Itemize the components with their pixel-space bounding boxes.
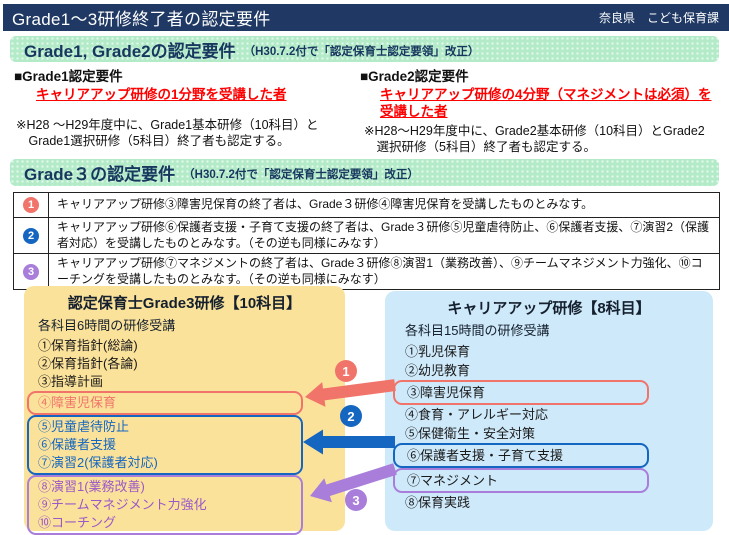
- careerup-course-panel: キャリアアップ研修【8科目】 各科目15時間の研修受講 ①乳児保育 ②幼児教育 …: [385, 291, 713, 531]
- list-item: ②保育指針(各論): [38, 356, 138, 371]
- rule-number-cell: 1: [14, 193, 49, 217]
- mapping-arrows: [303, 379, 397, 503]
- section-grade3-title: Grade３の認定要件: [24, 165, 176, 184]
- section-grade12-header: Grade1, Grade2の認定要件 （H30.7.2付で「認定保育士認定要領…: [10, 36, 719, 62]
- rule2-number-badge: 2: [23, 227, 39, 244]
- list-item: ⑤保健衛生・安全対策: [405, 426, 536, 441]
- list-item: ④食育・アレルギー対応: [405, 407, 549, 422]
- list-item: ⑩コーチング: [38, 515, 117, 530]
- list-item: ②幼児教育: [405, 363, 471, 378]
- section-grade3-header: Grade３の認定要件 （H30.7.2付で「認定保育士認定要領」改正）: [10, 159, 719, 186]
- connection-badge-2: 2: [340, 405, 362, 427]
- rule-number-cell: 3: [14, 254, 49, 289]
- careerup-course-list: ①乳児保育 ②幼児教育 ③障害児保育 ④食育・アレルギー対応 ⑤保健衛生・安全対…: [385, 342, 713, 512]
- grade3-course-panel: 認定保育士Grade3研修【10科目】 各科目6時間の研修受講 ①保育指針(総論…: [24, 286, 345, 535]
- careerup-box-disability-care: ③障害児保育: [393, 380, 649, 405]
- careerup-box-guardian-support: ⑥保護者支援・子育て支援: [393, 443, 649, 468]
- connection-badge-1: 1: [335, 360, 357, 382]
- grade1-requirement: キャリアアップ研修の1分野を受講した者: [36, 87, 287, 102]
- table-row: 3 キャリアアップ研修⑦マネジメントの終了者は、Grade３研修⑧演習1（業務改…: [14, 253, 719, 289]
- connection-badge-3: 3: [345, 489, 367, 511]
- grade1-requirements-block: ■Grade1認定要件 キャリアアップ研修の1分野を受講した者 ※H28 ～H2…: [14, 65, 356, 149]
- grade3-group-management: ⑧演習1(業務改善) ⑨チームマネジメント力強化 ⑩コーチング: [27, 475, 303, 535]
- grade2-heading: ■Grade2認定要件: [360, 69, 469, 84]
- grade2-requirement: キャリアアップ研修の4分野（マネジメントは必須）を受講した者: [380, 87, 712, 119]
- list-item: ⑤児童虐待防止: [38, 419, 130, 434]
- list-item: ④障害児保育: [38, 395, 117, 410]
- grade2-note: ※H28～H29年度中に、Grade2基本研修（10科目）とGrade2 選択研…: [364, 124, 705, 154]
- list-item: ③障害児保育: [407, 385, 486, 400]
- grade1-note: ※H28 ～H29年度中に、Grade1基本研修（10科目）と Grade1選択…: [16, 118, 319, 148]
- title-bar: Grade1～3研修終了者の認定要件 奈良県 こども保育課: [3, 4, 729, 31]
- list-item: ⑧演習1(業務改善): [38, 479, 145, 494]
- list-item: ⑦演習2(保護者対応): [38, 455, 158, 470]
- arrow-left-blue-icon: [303, 429, 395, 455]
- grade1-heading: ■Grade1認定要件: [14, 69, 123, 84]
- rule-number-cell: 2: [14, 218, 49, 253]
- list-item: ⑥保護者支援: [38, 437, 117, 452]
- page-title: Grade1～3研修終了者の認定要件: [12, 10, 271, 29]
- section-grade12-subtitle: （H30.7.2付で「認定保育士認定要領」改正）: [243, 45, 480, 58]
- rule3-text: キャリアアップ研修⑦マネジメントの終了者は、Grade３研修⑧演習1（業務改善）…: [57, 256, 703, 286]
- careerup-box-management: ⑦マネジメント: [393, 468, 649, 493]
- arrow-left-purple-icon: [310, 463, 397, 503]
- list-item: ⑥保護者支援・子育て支援: [407, 448, 564, 463]
- arrow-left-salmon-icon: [305, 379, 396, 407]
- table-row: 1 キャリアアップ研修③障害児保育の終了者は、Grade３研修④障害児保育を受講…: [14, 193, 719, 217]
- list-item: ①保育指針(総論): [38, 338, 138, 353]
- table-row: 2 キャリアアップ研修⑥保護者支援・子育て支援の終了者は、Grade３研修⑤児童…: [14, 217, 719, 253]
- section-grade3-subtitle: （H30.7.2付で「認定保育士認定要領」改正）: [183, 169, 419, 181]
- list-item: ⑨チームマネジメント力強化: [38, 497, 207, 512]
- rule3-number-badge: 3: [23, 263, 39, 280]
- grade2-requirements-block: ■Grade2認定要件 キャリアアップ研修の4分野（マネジメントは必須）を受講し…: [360, 65, 724, 155]
- grade3-rules-table: 1 キャリアアップ研修③障害児保育の終了者は、Grade３研修④障害児保育を受講…: [13, 192, 720, 290]
- list-item: ①乳児保育: [405, 344, 471, 359]
- list-item: ⑦マネジメント: [407, 473, 499, 488]
- rule1-text: キャリアアップ研修③障害児保育の終了者は、Grade３研修④障害児保育を受講した…: [57, 197, 594, 212]
- careerup-course-panel-title: キャリアアップ研修【8科目】: [447, 300, 651, 317]
- grade3-course-panel-subtitle: 各科目6時間の研修受講: [38, 318, 176, 333]
- section-grade12-title: Grade1, Grade2の認定要件: [24, 41, 236, 61]
- grade3-group-disability-care: ④障害児保育: [27, 391, 303, 415]
- careerup-course-panel-subtitle: 各科目15時間の研修受講: [405, 323, 550, 338]
- rule2-text: キャリアアップ研修⑥保護者支援・子育て支援の終了者は、Grade３研修⑤児童虐待…: [57, 220, 710, 250]
- list-item: ③指導計画: [38, 374, 104, 389]
- rule1-number-badge: 1: [23, 197, 39, 213]
- grade3-group-guardian-support: ⑤児童虐待防止 ⑥保護者支援 ⑦演習2(保護者対応): [27, 415, 303, 475]
- list-item: ⑧保育実践: [405, 495, 471, 510]
- organization-label: 奈良県 こども保育課: [598, 11, 719, 25]
- grade3-course-panel-title: 認定保育士Grade3研修【10科目】: [67, 295, 302, 312]
